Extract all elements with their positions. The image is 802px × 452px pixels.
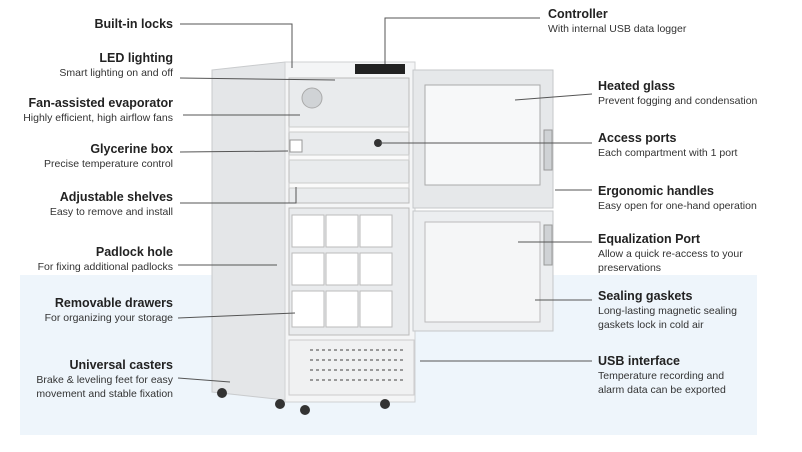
feature-title: Padlock hole xyxy=(95,245,173,259)
feature-desc: Temperature recording and alarm data can… xyxy=(598,370,726,396)
controller-display xyxy=(355,64,405,74)
feature-title: Glycerine box xyxy=(90,142,173,156)
feature-desc: Each compartment with 1 port xyxy=(598,147,738,159)
feature-desc: Allow a quick re-access to your preserva… xyxy=(598,248,743,274)
feature-desc: Easy to remove and install xyxy=(49,206,173,218)
feature-title: Fan-assisted evaporator xyxy=(28,96,174,110)
feature-title: Equalization Port xyxy=(598,232,701,246)
feature-desc: Precise temperature control xyxy=(44,158,173,170)
feature-title: Universal casters xyxy=(69,358,173,372)
feature-title: Adjustable shelves xyxy=(59,190,173,204)
feature-desc: For organizing your storage xyxy=(44,312,173,324)
feature-desc: Highly efficient, high airflow fans xyxy=(23,112,173,124)
feature-built-in-locks: Built-in locks xyxy=(0,16,173,32)
feature-title: Removable drawers xyxy=(54,296,173,310)
feature-desc: Brake & leveling feet for easy movement … xyxy=(36,374,173,400)
feature-title: LED lighting xyxy=(99,51,173,65)
feature-desc: Prevent fogging and condensation xyxy=(598,95,758,107)
feature-title: Built-in locks xyxy=(94,17,173,31)
feature-desc: Smart lighting on and off xyxy=(59,67,173,79)
feature-title: USB interface xyxy=(598,354,680,368)
feature-title: Controller xyxy=(548,7,608,21)
feature-desc: Easy open for one-hand operation xyxy=(598,200,757,212)
feature-desc: For fixing additional padlocks xyxy=(37,261,173,273)
feature-desc: With internal USB data logger xyxy=(548,23,687,35)
feature-title: Heated glass xyxy=(598,79,676,93)
feature-desc: Long-lasting magnetic sealing gaskets lo… xyxy=(598,305,737,331)
feature-title: Access ports xyxy=(598,131,677,145)
feature-title: Sealing gaskets xyxy=(598,289,693,303)
feature-title: Ergonomic handles xyxy=(598,184,714,198)
